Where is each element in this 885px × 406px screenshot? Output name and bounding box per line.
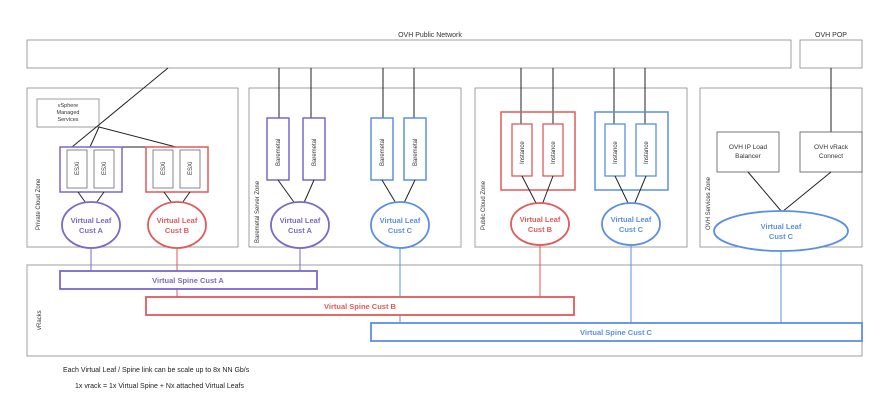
leaf-public-c-line2: Cust C — [619, 225, 644, 234]
pop-box — [799, 39, 863, 69]
esxi-b2-label: ESXi — [188, 162, 194, 175]
baremetal-c2-label: Baremetal — [413, 139, 419, 166]
instance-group-c — [594, 111, 669, 191]
spine-b-label: Virtual Spine Cust B — [324, 302, 397, 311]
leaf-services-c: Virtual Leaf Cust C — [713, 210, 849, 252]
vracks-area — [26, 264, 863, 357]
baremetal-a2-label: Baremetal — [312, 139, 318, 166]
leaf-public-b-line1: Virtual Leaf — [520, 215, 561, 224]
leaf-baremetal-c-line2: Cust C — [388, 226, 413, 235]
lb-line2: Balancer — [735, 153, 761, 160]
leaf-public-c: Virtual Leaf Cust C — [601, 202, 661, 246]
esxi-group-b — [145, 146, 209, 193]
instance-c1-label: Instance — [613, 141, 619, 164]
esxi-a2 — [93, 149, 115, 189]
leaf-connectors — [77, 171, 832, 213]
esxi-group-a — [59, 146, 123, 193]
esxi-a2-label: ESXi — [102, 162, 108, 175]
leaf-baremetal-a-line2: Cust A — [288, 226, 312, 235]
vrack-connect-box — [799, 131, 863, 173]
leaf-public-c-line1: Virtual Leaf — [611, 215, 652, 224]
esxi-a1 — [66, 149, 88, 189]
note-line2: 1x vrack = 1x Virtual Spine + Nx attache… — [75, 383, 245, 390]
vsphere-line1: vSphere — [58, 103, 79, 109]
leaf-baremetal-c-line1: Virtual Leaf — [380, 216, 421, 225]
vsphere-line2: Managed — [57, 110, 80, 116]
services-zone-label: OVH Services Zone — [706, 176, 712, 230]
leaf-private-b: Virtual Leaf Cust B — [147, 201, 207, 249]
ip-load-balancer-box — [716, 131, 780, 173]
leaf-public-b: Virtual Leaf Cust B — [510, 202, 570, 246]
leaf-baremetal-a-line1: Virtual Leaf — [280, 216, 321, 225]
leaf-baremetal-c: Virtual Leaf Cust C — [370, 201, 430, 249]
leaf-private-b-line2: Cust B — [165, 226, 190, 235]
note-line1: Each Virtual Leaf / Spine link can be sc… — [63, 367, 250, 374]
leaf-private-b-line1: Virtual Leaf — [157, 216, 198, 225]
leaf-public-b-line2: Cust B — [528, 225, 553, 234]
esxi-b2 — [179, 149, 201, 189]
esxi-a1-label: ESXi — [75, 162, 81, 175]
leaf-private-a-line2: Cust A — [79, 226, 103, 235]
vracks-label: vRacks — [37, 310, 43, 330]
spine-a-label: Virtual Spine Cust A — [152, 276, 224, 285]
public-network-label: OVH Public Network — [398, 32, 462, 39]
leaf-services-c-line2: Cust C — [769, 232, 794, 241]
uplink-lines — [71, 67, 832, 148]
vrack-connect-line1: OVH vRack — [814, 144, 849, 151]
esxi-b1 — [152, 149, 174, 189]
instance-b2-label: Instance — [551, 141, 557, 164]
leaf-private-a-line1: Virtual Leaf — [71, 216, 112, 225]
leaf-services-c-line1: Virtual Leaf — [761, 222, 802, 231]
baremetal-a1-label: Baremetal — [276, 139, 282, 166]
public-cloud-zone — [474, 87, 688, 248]
vsphere-box — [36, 98, 100, 128]
vrack-connect-line2: Connect — [819, 153, 843, 160]
instance-b1-label: Instance — [520, 141, 526, 164]
leaf-private-a: Virtual Leaf Cust A — [61, 201, 121, 249]
spine-b — [145, 296, 575, 316]
instance-group-b — [500, 111, 576, 191]
instance-c2-label: Instance — [644, 141, 650, 164]
baremetal-zone — [248, 87, 462, 248]
leaf-baremetal-a: Virtual Leaf Cust A — [270, 201, 330, 249]
baremetal-zone-label: Baremetal Server Zone — [255, 180, 261, 243]
pop-label: OVH POP — [815, 32, 847, 39]
private-cloud-zone — [26, 87, 239, 248]
public-cloud-zone-label: Public Cloud Zone — [481, 180, 487, 230]
spine-c — [370, 322, 863, 342]
lb-line1: OVH IP Load — [729, 144, 768, 151]
spine-a — [59, 270, 318, 290]
private-cloud-zone-label: Private Cloud Zone — [36, 178, 42, 230]
vsphere-line3: Services — [57, 117, 78, 123]
esxi-b1-label: ESXi — [161, 162, 167, 175]
public-network-box — [26, 39, 792, 69]
baremetal-c1-label: Baremetal — [380, 139, 386, 166]
spine-c-label: Virtual Spine Cust C — [580, 328, 653, 337]
